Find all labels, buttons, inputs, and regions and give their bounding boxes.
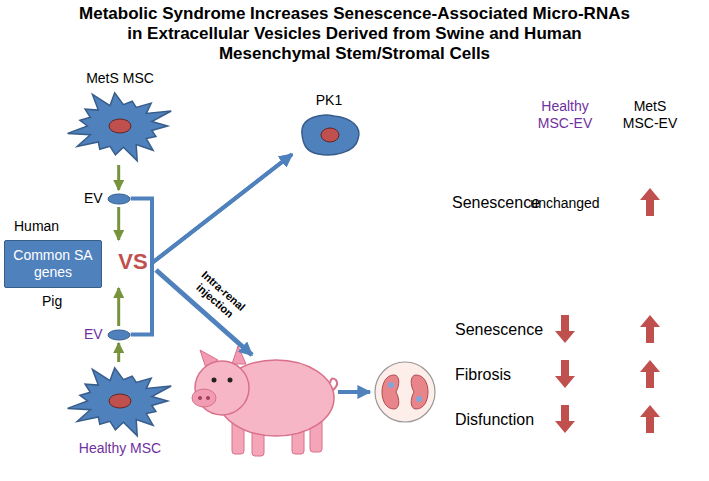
process-box: Common SA genes xyxy=(4,240,102,288)
nucleus xyxy=(109,119,131,133)
row-label: Senescence xyxy=(455,320,543,339)
column-header: MetS MSC-EV xyxy=(617,98,683,132)
connector-arrow xyxy=(117,207,120,240)
row-label: Disfunction xyxy=(455,410,534,429)
cell-label: EV xyxy=(84,326,103,343)
vesicle-shape xyxy=(107,193,131,205)
title: Metabolic Syndrome Increases Senescence-… xyxy=(72,4,637,64)
pig-snout xyxy=(192,389,216,407)
pig-eye xyxy=(212,378,217,383)
cell-body xyxy=(68,368,172,436)
decrease-arrow xyxy=(555,405,575,433)
vesicle-body xyxy=(108,194,130,204)
increase-arrow xyxy=(640,188,660,216)
cell-label: EV xyxy=(84,190,103,207)
vesicle: EV xyxy=(84,326,131,343)
nucleus xyxy=(109,394,131,408)
kidney-illustration xyxy=(375,362,435,422)
pig-to-kidney-arrow xyxy=(338,390,370,394)
kidney-cell: PK1 xyxy=(292,92,366,159)
pig-nostril xyxy=(198,396,202,400)
species-label: Pig xyxy=(42,293,62,310)
row-label: Fibrosis xyxy=(455,365,511,384)
kidney-circle xyxy=(375,362,435,422)
stem-cell: MetS MSC xyxy=(62,70,178,165)
row-label: Senescence xyxy=(452,193,540,212)
cell-label: MetS MSC xyxy=(62,70,178,87)
increase-arrow xyxy=(640,360,660,388)
connector-arrow xyxy=(131,154,292,334)
connector-arrow xyxy=(117,343,120,362)
vesicle: EV xyxy=(84,190,131,207)
cell-outline xyxy=(62,362,178,440)
kidney xyxy=(411,375,428,409)
stem-cell: Healthy MSC xyxy=(62,362,178,457)
kidney xyxy=(382,375,399,409)
cell-label: Healthy MSC xyxy=(62,440,178,457)
cell-label: PK1 xyxy=(292,92,366,109)
species-label: Human xyxy=(14,218,59,235)
cell-outline xyxy=(62,87,178,165)
column-header: Healthy MSC-EV xyxy=(532,98,598,132)
pig-illustration xyxy=(192,346,337,456)
kidney-dot xyxy=(416,396,422,402)
vs-label: VS xyxy=(117,249,149,275)
kidney-dot xyxy=(388,382,394,388)
vesicle-shape xyxy=(107,329,131,341)
cell-outline xyxy=(292,109,366,159)
result-label: unchanged xyxy=(528,195,602,212)
vesicle-body xyxy=(108,330,130,340)
connector-arrow xyxy=(117,165,120,190)
decrease-arrow xyxy=(555,360,575,388)
decrease-arrow xyxy=(555,315,575,343)
change-arrows xyxy=(555,188,660,433)
increase-arrow xyxy=(640,405,660,433)
cell-body xyxy=(68,93,172,161)
pig-nostril xyxy=(206,396,210,400)
increase-arrow xyxy=(640,315,660,343)
injection-label: Intra-renal injection xyxy=(182,262,255,331)
connector-arrow xyxy=(117,288,120,326)
box-label: Common SA genes xyxy=(10,247,96,281)
nucleus xyxy=(321,128,339,142)
pig-eye xyxy=(228,378,233,383)
cell-body xyxy=(302,115,359,155)
